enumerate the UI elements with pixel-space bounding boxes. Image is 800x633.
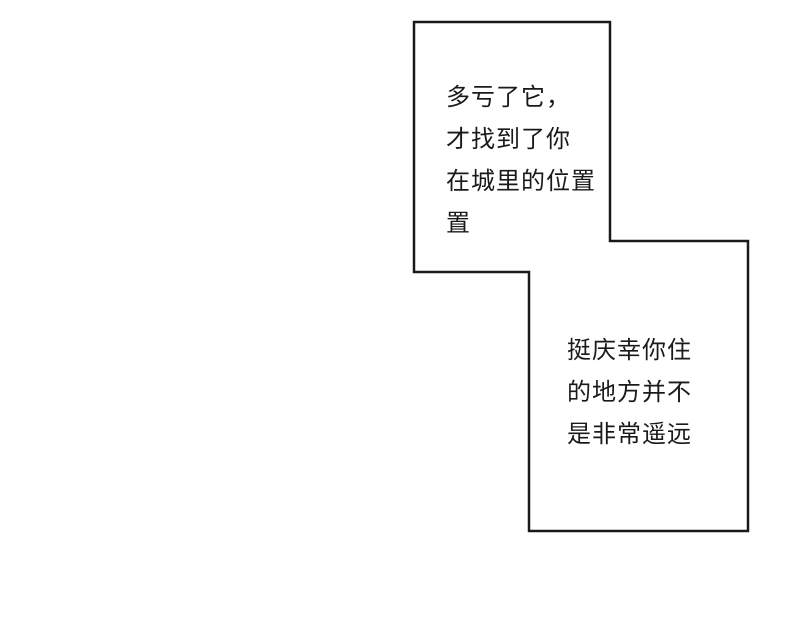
caption-box-outline	[412, 20, 750, 533]
caption-line: 的地方并不	[567, 378, 692, 406]
caption-line-overflow: 置	[446, 202, 471, 244]
caption-line: 是非常遥远	[567, 420, 692, 448]
caption-line: 多亏了它，	[446, 83, 571, 111]
caption-text-bottom: 挺庆幸你住 的地方并不 是非常遥远	[567, 329, 692, 455]
caption-text-top: 多亏了它， 才找到了你 在城里的位置	[446, 76, 596, 202]
caption-line: 在城里的位置	[446, 167, 596, 195]
caption-line: 挺庆幸你住	[567, 336, 692, 364]
caption-line: 置	[446, 209, 471, 237]
caption-line: 才找到了你	[446, 125, 571, 153]
